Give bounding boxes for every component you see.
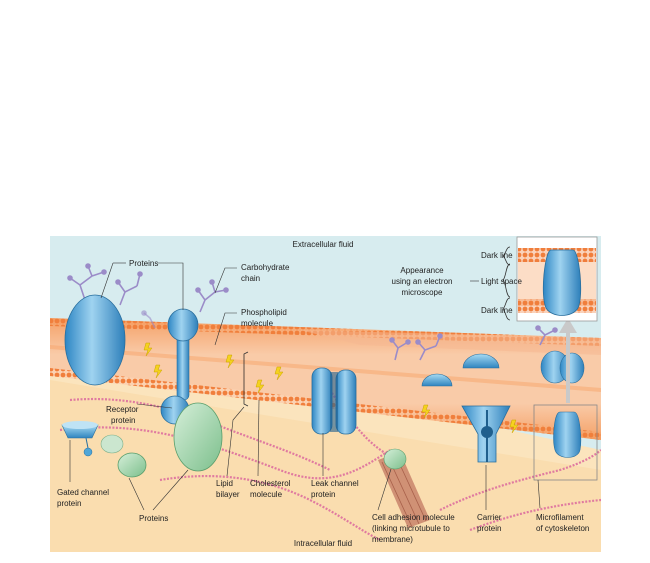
microfilament-label-1: Microfilament bbox=[536, 513, 584, 522]
dome-protein-1 bbox=[421, 373, 453, 387]
proteins-top-label: Proteins bbox=[129, 259, 158, 268]
inset-arrow bbox=[559, 318, 577, 403]
cell-adhesion-label-2: (linking microtubule to bbox=[372, 524, 450, 533]
microfilament-label-2: of cytoskeleton bbox=[536, 524, 589, 533]
lipid-bilayer-label-2: bilayer bbox=[216, 490, 240, 499]
carrier-protein-label-2: protein bbox=[477, 524, 501, 533]
carrier-protein-label-1: Carrier bbox=[477, 513, 502, 522]
em-appearance-label-1: Appearance bbox=[400, 266, 444, 275]
extracellular-label: Extracellular fluid bbox=[293, 240, 354, 249]
em-dark-line-bottom: Dark line bbox=[481, 306, 513, 315]
em-appearance-label-3: microscope bbox=[402, 288, 443, 297]
cell-adhesion-label-3: membrane) bbox=[372, 535, 413, 544]
peripheral-protein-small bbox=[117, 452, 147, 478]
em-inset bbox=[470, 236, 598, 322]
cholesterol-label-1: Cholesterol bbox=[250, 479, 291, 488]
receptor-label-2: protein bbox=[111, 416, 135, 425]
cell-adhesion-label-1: Cell adhesion molecule bbox=[372, 513, 455, 522]
leader-lines bbox=[69, 262, 541, 511]
gated-channel-label-1: Gated channel bbox=[57, 488, 109, 497]
leak-channel-label-1: Leak channel bbox=[311, 479, 359, 488]
lipid-bilayer-label-1: Lipid bbox=[216, 479, 233, 488]
microtubule bbox=[378, 452, 430, 528]
em-light-space: Light space bbox=[481, 277, 522, 286]
proteins-bottom-label: Proteins bbox=[139, 514, 168, 523]
integral-protein-large bbox=[64, 294, 126, 386]
receptor-label-1: Receptor bbox=[106, 405, 139, 414]
carbohydrate-label-2: chain bbox=[241, 274, 260, 283]
peripheral-protein-tiny bbox=[100, 434, 124, 454]
lipid-bilayer-bracket bbox=[243, 351, 249, 407]
em-appearance-label-2: using an electron bbox=[392, 277, 453, 286]
leak-channel-label-2: protein bbox=[311, 490, 335, 499]
dome-protein-3 bbox=[540, 350, 585, 384]
phospholipid-label-2: molecule bbox=[241, 319, 274, 328]
gated-channel-shape bbox=[61, 421, 99, 457]
em-dark-line-top: Dark line bbox=[481, 251, 513, 260]
em-small-protein bbox=[553, 411, 582, 458]
cell-adhesion-molecule-shape bbox=[383, 448, 407, 470]
gated-channel-label-2: protein bbox=[57, 499, 81, 508]
intracellular-label: Intracellular fluid bbox=[294, 539, 352, 548]
cholesterol-label-2: molecule bbox=[250, 490, 283, 499]
dome-protein-2 bbox=[462, 353, 500, 369]
carrier-protein-shape bbox=[461, 405, 511, 463]
leak-channel-shape bbox=[311, 367, 357, 435]
carbohydrate-chains bbox=[67, 263, 558, 361]
em-callout-box bbox=[533, 404, 598, 481]
peripheral-protein-large bbox=[173, 402, 223, 472]
carbohydrate-label-1: Carbohydrate bbox=[241, 263, 290, 272]
phospholipid-label-1: Phospholipid bbox=[241, 308, 287, 317]
